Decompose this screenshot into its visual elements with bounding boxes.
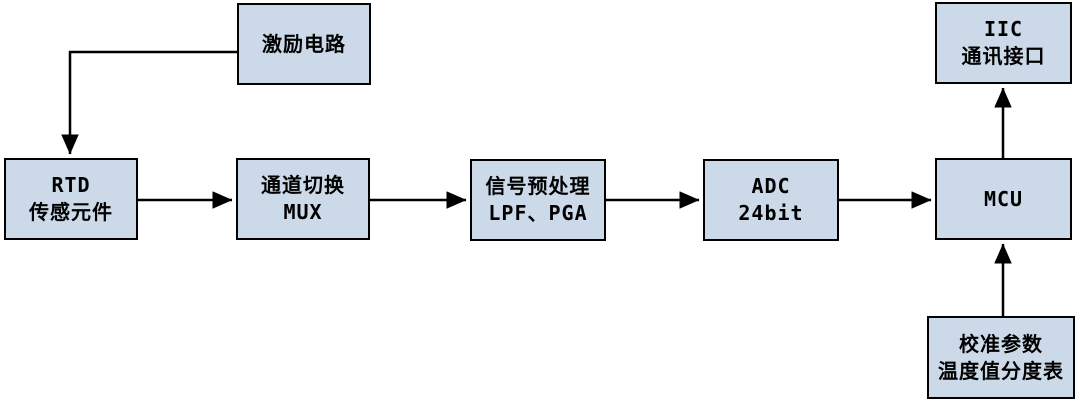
block-label: 信号预处理 <box>485 174 591 198</box>
block-calibration-table: 校准参数 温度值分度表 <box>927 316 1075 399</box>
block-label: 温度值分度表 <box>938 358 1064 383</box>
block-channel-mux: 通道切换 MUX <box>236 158 370 240</box>
block-rtd-sensor: RTD 传感元件 <box>4 158 138 240</box>
block-label: MCU <box>983 186 1024 211</box>
block-label: RTD <box>51 173 91 197</box>
block-label: 激励电路 <box>262 31 346 56</box>
block-label: 传感元件 <box>29 200 113 224</box>
block-signal-preprocessing: 信号预处理 LPF、PGA <box>470 159 606 241</box>
block-label: LPF、PGA <box>488 201 588 225</box>
block-excitation-circuit: 激励电路 <box>237 3 371 85</box>
block-label: IIC <box>983 17 1024 41</box>
block-adc: ADC 24bit <box>703 159 839 241</box>
arrow-excitation-to-rtd <box>61 50 237 155</box>
block-mcu: MCU <box>935 158 1072 240</box>
block-label: 校准参数 <box>959 331 1043 356</box>
block-label: 24bit <box>738 201 804 225</box>
block-label: ADC <box>751 174 791 198</box>
block-label: 通道切换 <box>261 173 345 197</box>
block-label: 通讯接口 <box>961 44 1046 68</box>
block-iic-interface: IIC 通讯接口 <box>935 2 1072 84</box>
block-label: MUX <box>283 200 323 224</box>
